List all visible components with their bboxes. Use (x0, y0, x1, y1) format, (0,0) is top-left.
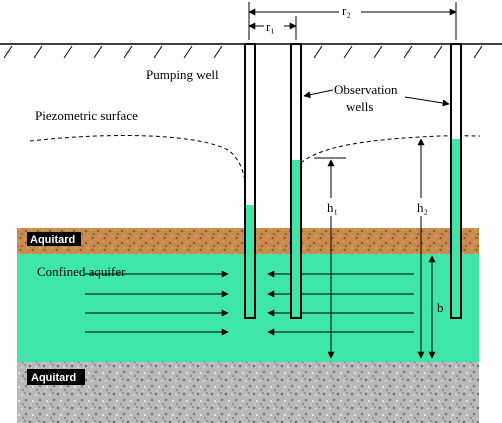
r2-label-bg (339, 4, 361, 18)
observation-pointer-arrow-1 (303, 89, 334, 99)
lower-aquitard-label-box (27, 369, 85, 385)
observation-pointer-arrow-2 (404, 96, 450, 107)
ground-hatch-marks (3, 45, 483, 59)
flow-arrows-left (85, 270, 229, 336)
pumping-well (244, 43, 256, 319)
observation-wells-label-line2: wells (346, 99, 373, 114)
upper-aquitard-label-box (27, 232, 81, 246)
r2-label: r₂ (342, 3, 351, 18)
pumping-well-label: Pumping well (146, 67, 219, 82)
piezometric-surface-curve (29, 135, 481, 201)
observation-wells-label-line1: Observation (334, 82, 398, 97)
lower-aquitard-label: Aquitard (31, 372, 76, 384)
observation-well-2 (450, 43, 462, 319)
r1-label: r₁ (266, 19, 275, 34)
b-label: b (437, 300, 444, 315)
r1-label-bg (264, 20, 284, 32)
piezometric-surface-label: Piezometric surface (35, 108, 138, 123)
h1-label: h₁ (327, 200, 338, 215)
confined-aquifer-label: Confined aquifer (37, 264, 126, 279)
upper-aquitard-label: Aquitard (30, 234, 75, 246)
observation-well-1 (290, 43, 302, 319)
h1-label-bg (323, 198, 345, 216)
lower-aquitard-layer (17, 362, 479, 423)
h2-label: h₂ (417, 200, 428, 215)
h2-label-bg (413, 198, 435, 216)
